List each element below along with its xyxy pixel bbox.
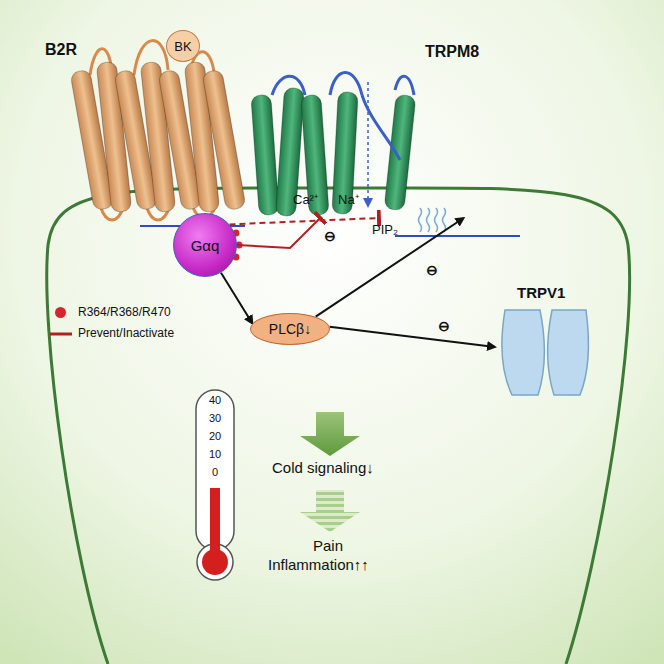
arrow [221,273,252,324]
inhibition-line [237,218,320,248]
node-label: TRPV1 [517,284,565,301]
annotation: 10 [200,448,230,460]
round-node: BK [166,30,200,62]
protein-region: B2R [40,35,245,215]
trpm8-helices [251,73,416,217]
helix [332,92,358,215]
node-label: B2R [45,41,77,59]
helix [202,69,246,210]
thermometer [196,390,234,580]
annotation: 0 [200,466,230,478]
arrow [330,327,495,347]
node-label: Gαq [191,237,220,254]
annotation: Pain [313,537,343,554]
annotation: Ca²⁺ [293,190,318,208]
annotation: ⊖ [438,318,450,334]
node-label: TRPM8 [425,43,479,61]
annotation: Cold signaling↓ [272,459,374,476]
annotation: PIP₂ [372,222,398,237]
protein-region: TRPM8 [245,35,480,218]
protein-region: TRPV1 [495,282,590,400]
annotation: Na⁺ [338,190,359,208]
legend-swatch [55,307,66,318]
annotation: ⊖ [426,262,438,278]
legend-marks [50,334,72,335]
helix [251,94,279,215]
annotation: 30 [200,412,230,424]
cell-membrane [47,188,630,664]
b2r-helices [70,41,246,220]
node-label: BK [174,39,191,54]
round-node: Gαq [173,213,237,277]
inhibition-line [230,218,379,224]
helix [384,94,416,210]
node-label: PLCβ↓ [269,321,311,337]
annotation: 20 [200,430,230,442]
annotation: 40 [200,394,230,406]
legend-text: R364/R368/R470 [78,305,171,319]
trpv1-channel [502,310,589,395]
round-node: PLCβ↓ [250,313,330,345]
arrow [316,218,464,317]
pip2-tails [419,208,446,232]
annotation: Inflammation↑↑ [268,556,369,573]
annotation: ⊖ [324,228,336,244]
legend-text: Prevent/Inactivate [78,326,174,340]
